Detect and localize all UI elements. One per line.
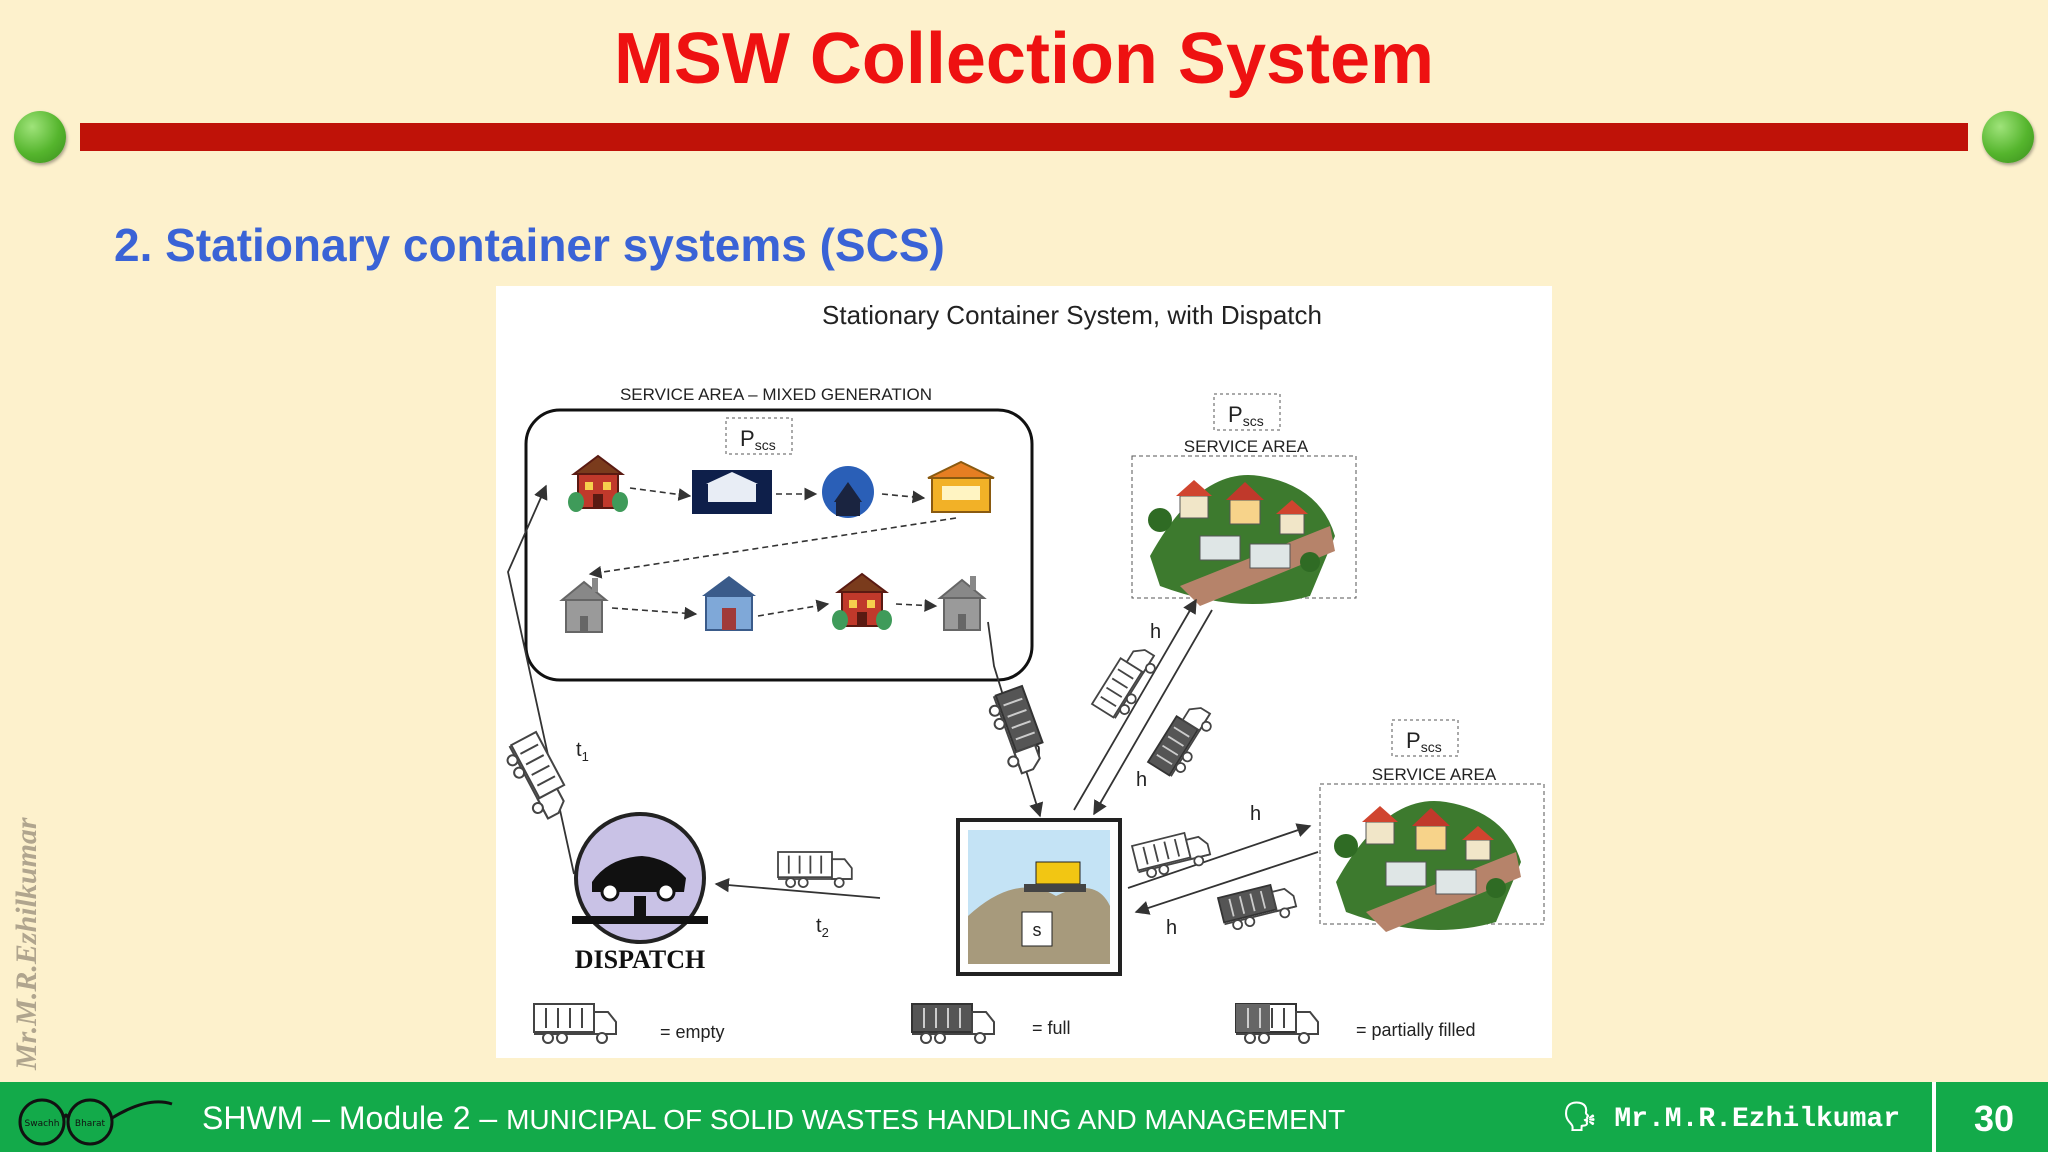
service-area-right: Pscs SERVICE AREA bbox=[1319, 719, 1545, 933]
footer-module-text: SHWM – Module 2 – MUNICIPAL OF SOLID WAS… bbox=[202, 1100, 1345, 1137]
speaker-icon: 🗣 bbox=[1562, 1104, 1598, 1135]
swachh-bharat-logo-icon: Swachh Bharat bbox=[18, 1098, 173, 1146]
store-icon bbox=[927, 460, 995, 513]
scs-dispatch-diagram: Stationary Container System, with Dispat… bbox=[496, 286, 1552, 1058]
legend-full-truck-icon bbox=[911, 1003, 995, 1044]
legend-partial-label: = partially filled bbox=[1356, 1020, 1476, 1040]
village-icon bbox=[1333, 800, 1522, 933]
footer-author-name: Mr.M.R.Ezhilkumar bbox=[1614, 1104, 1901, 1135]
house-icon bbox=[831, 573, 893, 631]
slide-title: MSW Collection System bbox=[613, 19, 1435, 99]
gray-house-icon bbox=[561, 577, 607, 633]
disposal-site-s-box bbox=[1021, 911, 1053, 947]
pscs-label-mixed: Pscs bbox=[740, 426, 776, 453]
mixed-service-area-box bbox=[524, 408, 1034, 682]
full-truck-icon bbox=[1217, 879, 1299, 933]
legend-empty-truck-icon bbox=[533, 1003, 617, 1044]
pscs-box-mixed bbox=[725, 417, 793, 455]
legend: = empty = full = partially filled bbox=[533, 1003, 1476, 1044]
t2-label: t2 bbox=[816, 915, 829, 940]
page-number: 30 bbox=[1973, 1098, 2015, 1139]
left-bead-icon bbox=[14, 111, 66, 163]
footer-module-title: MUNICIPAL OF SOLID WASTES HANDLING AND M… bbox=[506, 1104, 1346, 1135]
mixed-service-area-label: SERVICE AREA – MIXED GENERATION bbox=[620, 385, 932, 404]
disposal-site-label: s bbox=[1033, 920, 1042, 940]
t1-label: t1 bbox=[576, 739, 589, 764]
diagram-title: Stationary Container System, with Dispat… bbox=[822, 300, 1322, 330]
gray-house-icon bbox=[939, 575, 985, 631]
right-bead-icon bbox=[1982, 111, 2034, 163]
pscs-box-right bbox=[1391, 719, 1459, 757]
disposal-site: s bbox=[956, 818, 1122, 976]
footer-author: 🗣 Mr.M.R.Ezhilkumar bbox=[1562, 1100, 1900, 1135]
haul-label: h bbox=[1150, 621, 1161, 643]
svg-text:Bharat: Bharat bbox=[75, 1119, 106, 1129]
footer-bar: Swachh Bharat SHWM – Module 2 – MUNICIPA… bbox=[0, 1082, 2048, 1152]
haul-label: h bbox=[1250, 803, 1261, 825]
legend-partial-truck-icon bbox=[1235, 1003, 1319, 1044]
legend-full-label: = full bbox=[1032, 1018, 1071, 1038]
service-area-top: Pscs SERVICE AREA bbox=[1131, 393, 1357, 607]
empty-truck-icon bbox=[777, 851, 853, 888]
haul-arrows bbox=[507, 484, 1319, 915]
footer-divider bbox=[1932, 1082, 1936, 1152]
svg-text:Swachh: Swachh bbox=[25, 1119, 60, 1129]
service-area-label-right: SERVICE AREA bbox=[1372, 765, 1497, 784]
house-icon bbox=[567, 455, 629, 513]
village-icon bbox=[1147, 474, 1336, 607]
church-icon bbox=[702, 576, 756, 631]
service-area-label-top: SERVICE AREA bbox=[1184, 437, 1309, 456]
pscs-box-top bbox=[1213, 393, 1281, 431]
haul-label: h bbox=[1136, 769, 1147, 791]
full-truck-icon bbox=[1147, 698, 1218, 782]
empty-truck-icon bbox=[1091, 640, 1162, 724]
night-house-icon bbox=[822, 466, 874, 518]
footer-course: SHWM – Module 2 – bbox=[202, 1100, 507, 1136]
empty-truck-icon bbox=[500, 731, 576, 824]
pscs-label-right: Pscs bbox=[1406, 728, 1442, 755]
dispatch-label: DISPATCH bbox=[575, 945, 706, 974]
author-watermark: Mr.M.R.Ezhilkumar bbox=[10, 817, 43, 1070]
haul-label: h bbox=[1166, 917, 1177, 939]
section-subtitle: 2. Stationary container systems (SCS) bbox=[114, 219, 945, 271]
collection-route-arrows bbox=[588, 487, 957, 620]
title-underline-bar bbox=[80, 123, 1968, 151]
pscs-label-top: Pscs bbox=[1228, 402, 1264, 429]
full-truck-icon bbox=[984, 685, 1052, 778]
legend-empty-label: = empty bbox=[660, 1022, 725, 1042]
dispatch-station: DISPATCH bbox=[572, 812, 708, 974]
building-icon bbox=[692, 470, 772, 514]
